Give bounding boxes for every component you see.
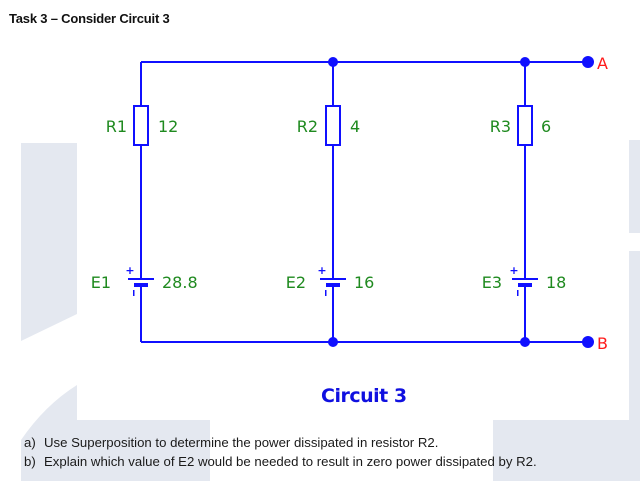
watermark-shape-right-lower xyxy=(493,420,640,481)
watermark-shape-left-upper xyxy=(21,143,77,341)
source-e1-short-plate xyxy=(134,283,148,287)
watermark-strip-right-top xyxy=(629,140,640,233)
terminal-a-dot[interactable] xyxy=(582,56,594,68)
source-e3-minus xyxy=(517,290,519,296)
source-e3-value: 18 xyxy=(546,273,566,292)
source-e3-long-plate xyxy=(512,278,538,280)
resistor-r2-name: R2 xyxy=(297,117,318,136)
watermark-shape-left-lower xyxy=(21,385,210,481)
terminal-b-dot[interactable] xyxy=(582,336,594,348)
resistor-r3-value: 6 xyxy=(541,117,551,136)
source-e1-value: 28.8 xyxy=(162,273,198,292)
resistor-r1 xyxy=(133,105,149,146)
terminal-b-label: B xyxy=(597,334,608,353)
source-e2-plus: + xyxy=(317,264,326,277)
node-top-right xyxy=(520,57,530,67)
resistor-r3 xyxy=(517,105,533,146)
node-top-middle xyxy=(328,57,338,67)
question-text: Use Superposition to determine the power… xyxy=(44,435,439,450)
question-item: a) Use Superposition to determine the pow… xyxy=(24,433,537,452)
source-e2-short-plate xyxy=(326,283,340,287)
source-e3-short-plate xyxy=(518,283,532,287)
task-title: Task 3 – Consider Circuit 3 xyxy=(9,11,170,26)
question-marker: b) xyxy=(24,454,36,469)
terminal-a-label: A xyxy=(597,54,608,73)
source-e2-value: 16 xyxy=(354,273,374,292)
resistor-r1-value: 12 xyxy=(158,117,178,136)
source-e3-plus: + xyxy=(509,264,518,277)
resistor-r1-name: R1 xyxy=(106,117,127,136)
source-e1-name: E1 xyxy=(91,273,111,292)
node-bottom-middle xyxy=(328,337,338,347)
source-e2-minus xyxy=(325,290,327,296)
question-list: a) Use Superposition to determine the pow… xyxy=(24,433,537,471)
source-e3-name: E3 xyxy=(482,273,502,292)
resistor-r2-value: 4 xyxy=(350,117,360,136)
source-e1-long-plate xyxy=(128,278,154,280)
question-item: b) Explain which value of E2 would be nee… xyxy=(24,452,537,471)
watermark-strip-right-mid xyxy=(629,251,640,420)
resistor-r2 xyxy=(325,105,341,146)
node-bottom-right xyxy=(520,337,530,347)
source-e1-minus xyxy=(133,290,135,296)
source-e2-long-plate xyxy=(320,278,346,280)
question-text: Explain which value of E2 would be neede… xyxy=(44,454,537,469)
source-e2-name: E2 xyxy=(286,273,306,292)
question-marker: a) xyxy=(24,435,36,450)
source-e1-plus: + xyxy=(125,264,134,277)
resistor-r3-name: R3 xyxy=(490,117,511,136)
circuit-caption: Circuit 3 xyxy=(321,385,407,407)
